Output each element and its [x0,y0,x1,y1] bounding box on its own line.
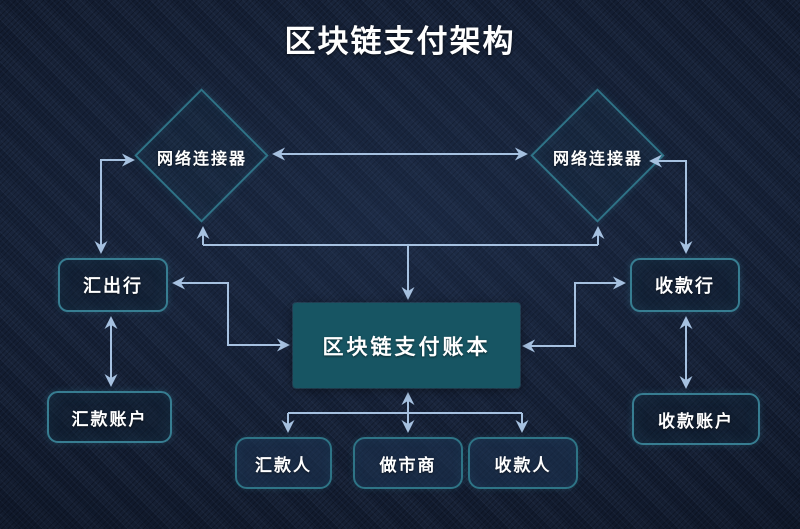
node-payee: 收款人 [468,437,578,489]
arrow-connector-left-to-sending-bank [94,153,135,254]
node-remitter: 汇款人 [235,437,332,489]
node-sender-account: 汇款账户 [47,391,172,443]
network-connector-left-label: 网络连接器 [156,149,247,168]
network-connector-right-label: 网络连接器 [552,149,643,168]
arrow-sending-bank-ledger [172,276,290,352]
node-receiver-account: 收款账户 [632,393,760,445]
arrow-ledger-receiving-bank [522,276,626,353]
node-blockchain-payment-ledger: 区块链支付账本 [293,303,520,388]
arrow-connector-right-to-receiving-bank [649,154,693,254]
node-receiving-bank: 收款行 [630,258,740,312]
node-sending-bank: 汇出行 [58,258,168,312]
node-market-maker: 做市商 [353,437,463,489]
page-title: 区块链支付架构 [284,24,516,60]
